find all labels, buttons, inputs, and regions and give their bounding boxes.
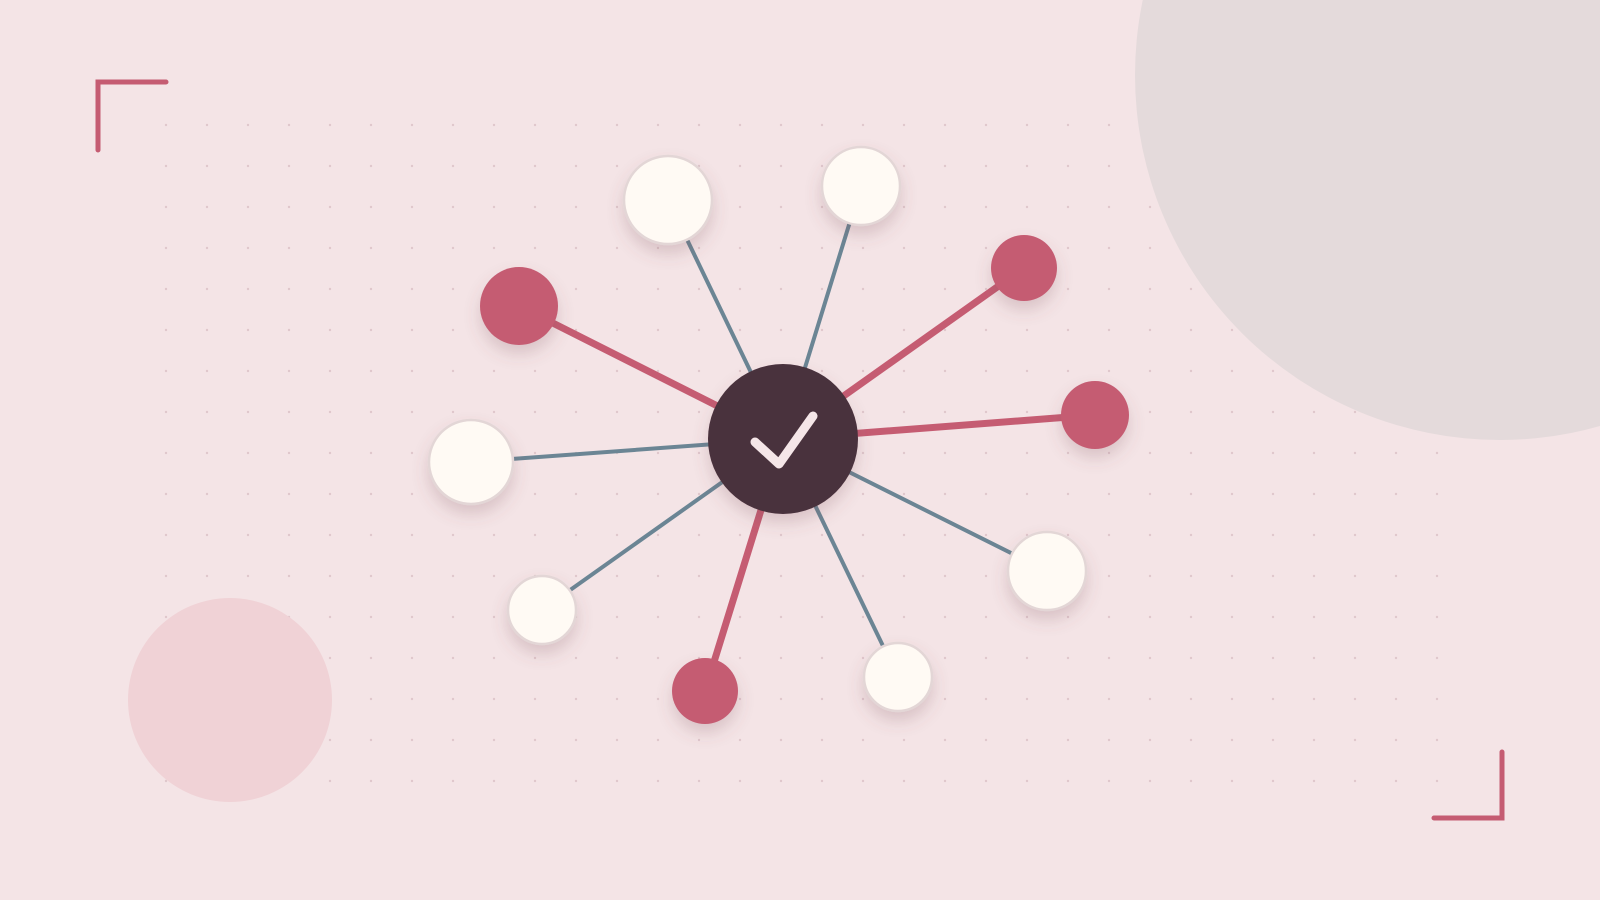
node-lower-right-light (1006, 530, 1088, 612)
node-lower-left-light (506, 574, 578, 646)
background-circle-gray (1135, 0, 1600, 440)
node-top-right-light (820, 145, 902, 227)
corner-bracket-top-left (95, 79, 169, 153)
node-upper-left-accent (480, 267, 558, 345)
node-left-light (427, 418, 515, 506)
node-bottom-right-light (862, 641, 934, 713)
checkmark-icon (750, 411, 818, 469)
network-nodes (427, 145, 1129, 724)
node-bottom-accent (672, 658, 738, 724)
node-right-accent (1061, 381, 1129, 449)
hub-node (708, 364, 858, 514)
node-upper-right-accent (991, 235, 1057, 301)
corner-bracket-bottom-right (1431, 749, 1505, 821)
node-top-left-light (622, 154, 714, 246)
background-circle-pink (128, 598, 332, 802)
